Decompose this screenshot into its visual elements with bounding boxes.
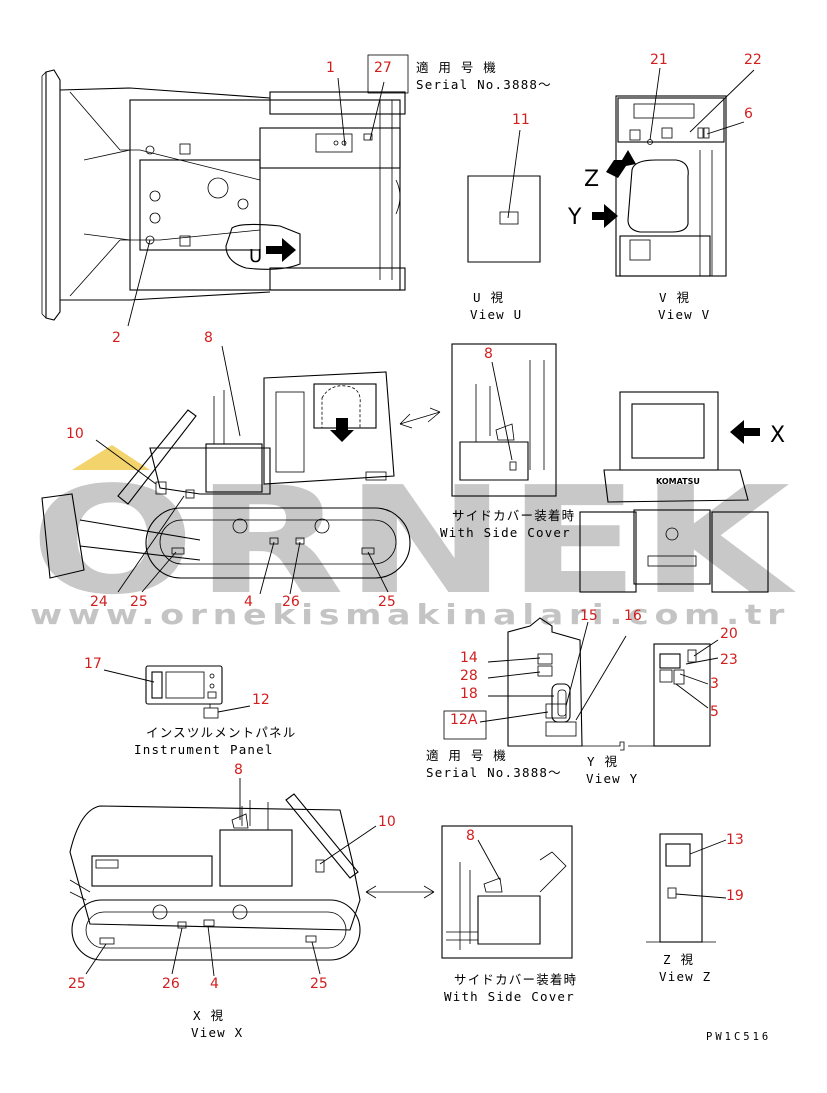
callout-25a: 25 bbox=[130, 594, 148, 610]
callout-4b: 4 bbox=[210, 976, 219, 992]
callout-10b: 10 bbox=[378, 814, 396, 830]
serial-mid: Serial No.3888～ bbox=[426, 765, 562, 780]
watermark: ORNEK www.ornekismakinalari.com.tr bbox=[30, 445, 797, 631]
view-x-marker: X bbox=[770, 423, 785, 448]
callout-26b: 26 bbox=[162, 976, 180, 992]
cab-down-arrow-icon bbox=[330, 418, 354, 442]
callout-24: 24 bbox=[90, 594, 108, 610]
view-u-label: View U bbox=[470, 307, 522, 322]
side-cover-label-1: With Side Cover bbox=[440, 525, 571, 540]
side-cover-label-2: With Side Cover bbox=[444, 989, 575, 1004]
callout-4a: 4 bbox=[244, 594, 253, 610]
side-cover-detail-1 bbox=[451, 343, 557, 497]
view-x-arrow-icon bbox=[730, 420, 760, 444]
callout-20: 20 bbox=[720, 626, 738, 642]
callout-21: 21 bbox=[650, 52, 668, 68]
side-cover-jp-1: サイドカバー装着時 bbox=[452, 508, 575, 523]
view-y-drawing bbox=[507, 617, 711, 751]
view-u-arrow-icon bbox=[266, 238, 296, 262]
watermark-accent-triangle bbox=[72, 445, 150, 470]
callout-25d: 25 bbox=[310, 976, 328, 992]
callout-12a: 12A bbox=[450, 712, 478, 728]
callout-14: 14 bbox=[460, 650, 478, 666]
callout-1: 1 bbox=[326, 60, 335, 76]
side-cover-jp-2: サイドカバー装着時 bbox=[454, 972, 577, 987]
callout-25c: 25 bbox=[68, 976, 86, 992]
callout-8b: 8 bbox=[484, 346, 493, 362]
view-v-label: View V bbox=[658, 307, 710, 322]
view-y-marker-top: Y bbox=[567, 205, 582, 230]
callout-10a: 10 bbox=[66, 426, 84, 442]
view-v-drawing bbox=[615, 95, 727, 277]
callout-19: 19 bbox=[726, 888, 744, 904]
side-view-left-drawing bbox=[41, 371, 411, 579]
callout-17: 17 bbox=[84, 656, 102, 672]
callout-26a: 26 bbox=[282, 594, 300, 610]
view-x-drawing bbox=[69, 793, 361, 961]
rear-view-drawing bbox=[579, 391, 769, 593]
double-arrow-icon-2 bbox=[365, 885, 435, 899]
callout-27: 27 bbox=[374, 60, 392, 76]
view-x-jp: X 視 bbox=[193, 1008, 224, 1023]
view-y-jp: Y 視 bbox=[587, 754, 618, 769]
side-cover-detail-2 bbox=[441, 825, 573, 959]
callout-25b: 25 bbox=[378, 594, 396, 610]
view-u-jp: U 視 bbox=[473, 290, 504, 305]
view-z-jp: Z 視 bbox=[663, 952, 694, 967]
callout-12: 12 bbox=[252, 692, 270, 708]
double-arrow-icon-1 bbox=[399, 407, 441, 429]
callout-8d: 8 bbox=[466, 828, 475, 844]
view-y-arrow-icon bbox=[592, 204, 618, 228]
callout-6: 6 bbox=[744, 106, 753, 122]
serial-box-27 bbox=[367, 54, 409, 94]
view-v-jp: V 視 bbox=[659, 290, 690, 305]
callout-13: 13 bbox=[726, 832, 744, 848]
callout-23: 23 bbox=[720, 652, 738, 668]
watermark-url: www.ornekismakinalari.com.tr bbox=[30, 598, 790, 631]
serial-label-mid: 適 用 号 機 bbox=[426, 748, 507, 763]
callout-2: 2 bbox=[112, 330, 121, 346]
drawing-code: PW1C516 bbox=[706, 1031, 771, 1043]
serial-box-12a bbox=[443, 710, 487, 740]
brand-plate: KOMATSU bbox=[656, 477, 700, 486]
callout-22: 22 bbox=[744, 52, 762, 68]
callout-16: 16 bbox=[624, 608, 642, 624]
view-z-drawing bbox=[646, 833, 716, 943]
callout-15: 15 bbox=[580, 608, 598, 624]
serial-top: Serial No.3888～ bbox=[416, 77, 552, 92]
callout-8c: 8 bbox=[234, 762, 243, 778]
view-z-arrow-icon bbox=[606, 150, 636, 178]
view-z-marker: Z bbox=[584, 167, 599, 192]
instrument-panel-drawing bbox=[145, 665, 223, 719]
callout-5: 5 bbox=[710, 704, 719, 720]
serial-label-top: 適 用 号 機 bbox=[416, 60, 497, 75]
view-z-label: View Z bbox=[659, 969, 711, 984]
view-u-drawing bbox=[467, 129, 541, 263]
plan-view-drawing bbox=[41, 69, 406, 321]
view-x-label: View X bbox=[191, 1025, 243, 1040]
view-y-label: View Y bbox=[586, 771, 638, 786]
callout-8a: 8 bbox=[204, 330, 213, 346]
panel-jp: インスツルメントパネル bbox=[146, 725, 296, 740]
panel-label: Instrument Panel bbox=[134, 742, 274, 757]
callout-18: 18 bbox=[460, 686, 478, 702]
callout-3: 3 bbox=[710, 676, 719, 692]
callout-11: 11 bbox=[512, 112, 530, 128]
watermark-brand: ORNEK bbox=[30, 455, 797, 627]
callout-28: 28 bbox=[460, 668, 478, 684]
view-u-marker: U bbox=[249, 246, 262, 267]
